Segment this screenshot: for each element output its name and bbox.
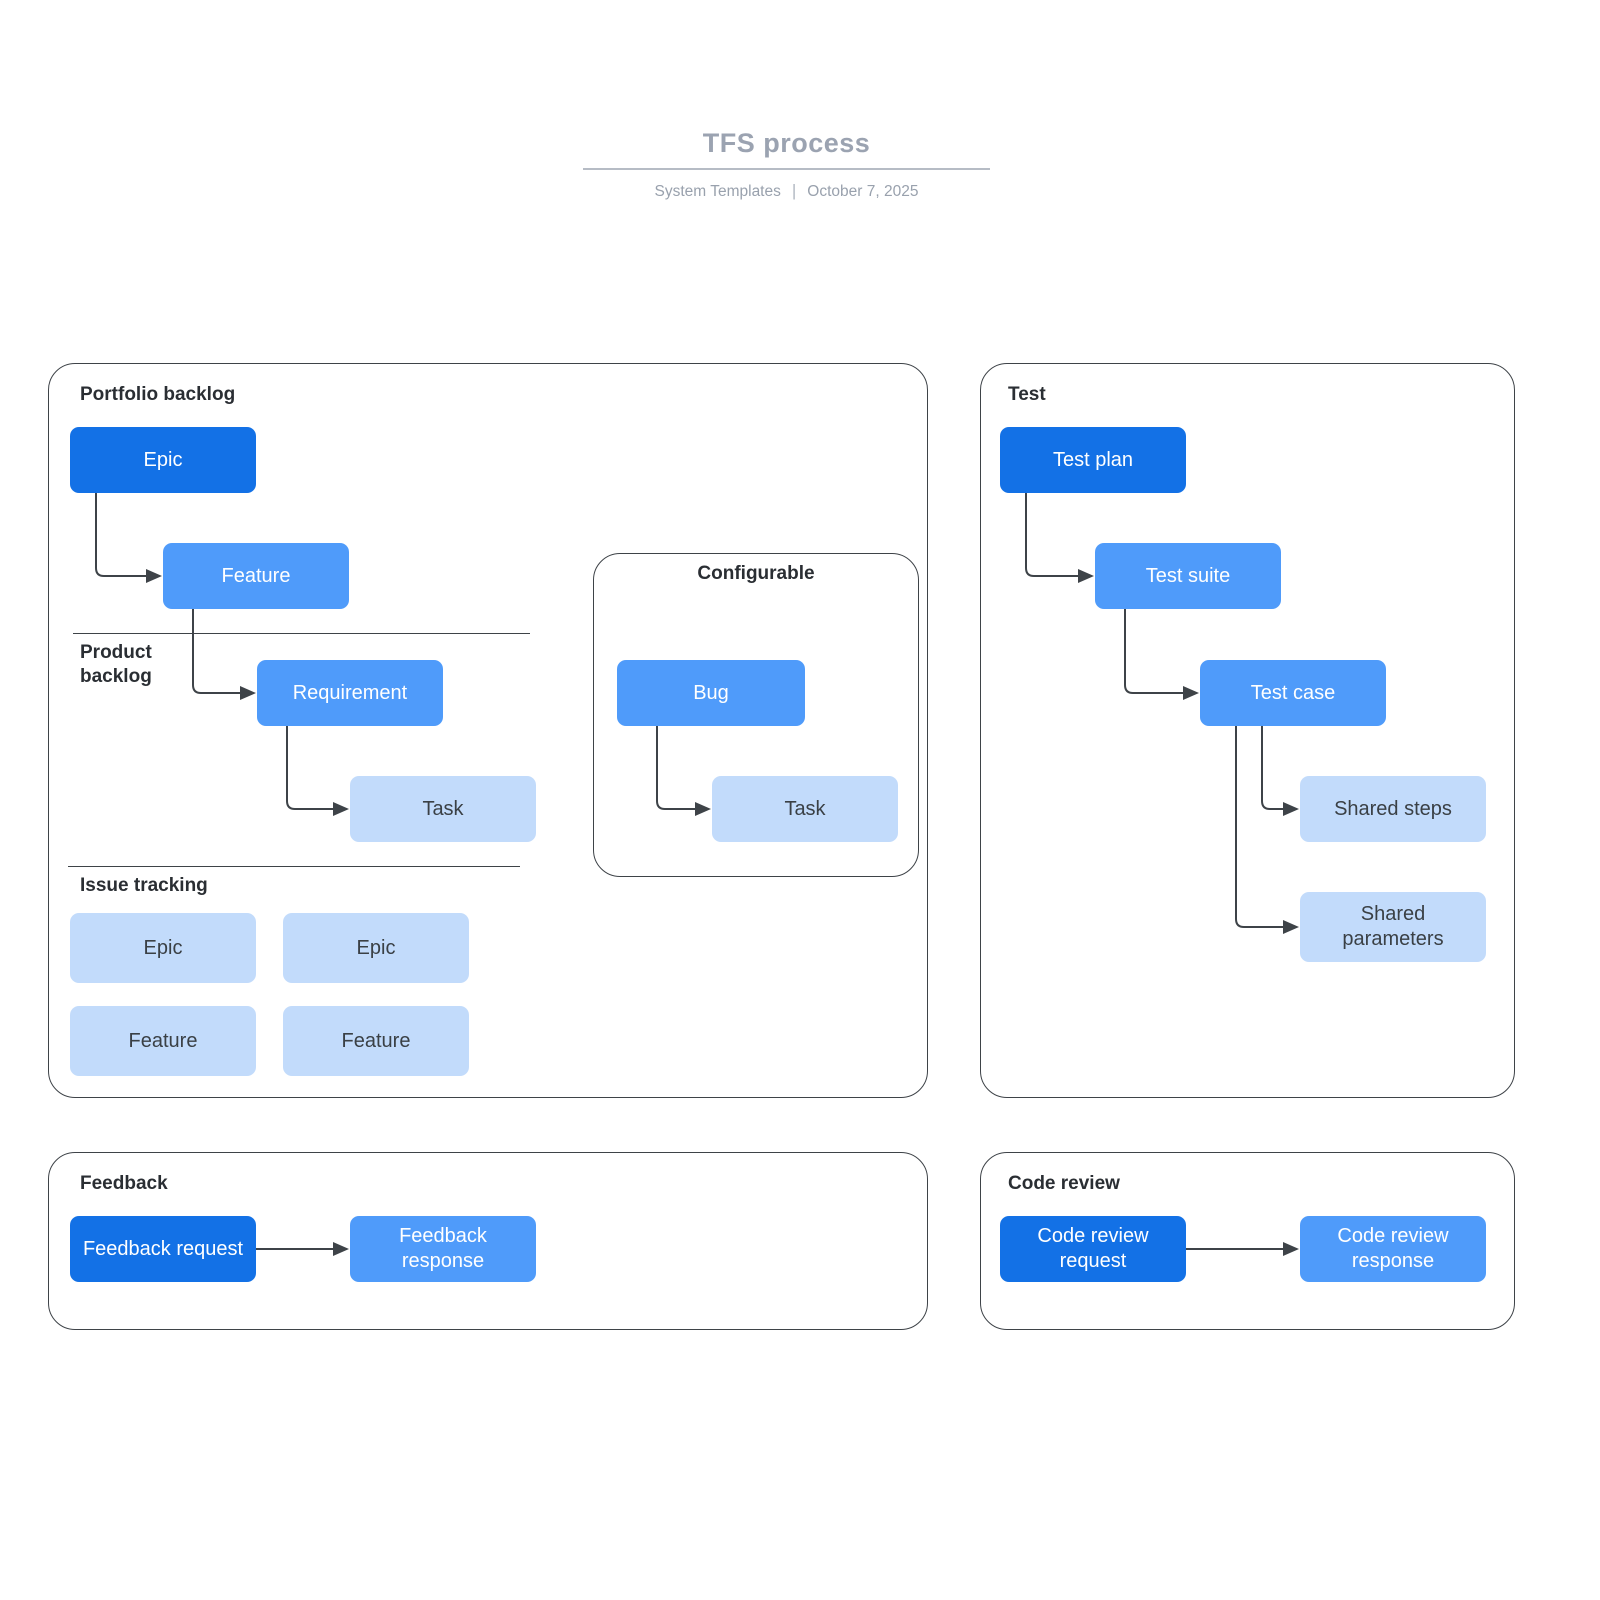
product-backlog-label: Product backlog bbox=[80, 642, 152, 687]
shape-issue-feature-1[interactable]: Feature bbox=[70, 1006, 256, 1076]
issue-tracking-label: Issue tracking bbox=[80, 875, 208, 896]
shape-shared-parameters[interactable]: Shared parameters bbox=[1300, 892, 1486, 962]
page-title: TFS process bbox=[702, 128, 871, 158]
code-review-label: Code review bbox=[1008, 1173, 1120, 1194]
meta-author: System Templates bbox=[654, 183, 781, 200]
feedback-label: Feedback bbox=[80, 1173, 168, 1194]
shape-test-plan[interactable]: Test plan bbox=[1000, 427, 1186, 493]
shape-issue-epic-1[interactable]: Epic bbox=[70, 913, 256, 983]
shape-code-review-response[interactable]: Code review response bbox=[1300, 1216, 1486, 1282]
shape-issue-feature-2[interactable]: Feature bbox=[283, 1006, 469, 1076]
shape-feedback-request[interactable]: Feedback request bbox=[70, 1216, 256, 1282]
meta-date: October 7, 2025 bbox=[807, 183, 919, 200]
meta-divider: | bbox=[791, 181, 797, 200]
test-label: Test bbox=[1008, 384, 1046, 405]
diagram-meta: System Templates | October 7, 2025 bbox=[583, 181, 990, 201]
shape-shared-steps[interactable]: Shared steps bbox=[1300, 776, 1486, 842]
shape-test-suite[interactable]: Test suite bbox=[1095, 543, 1281, 609]
shape-issue-epic-2[interactable]: Epic bbox=[283, 913, 469, 983]
title-underline bbox=[583, 168, 990, 170]
portfolio-backlog-label: Portfolio backlog bbox=[80, 384, 236, 405]
shape-configurable-task[interactable]: Task bbox=[712, 776, 898, 842]
shape-feature[interactable]: Feature bbox=[163, 543, 349, 609]
shape-feedback-response[interactable]: Feedback response bbox=[350, 1216, 536, 1282]
configurable-label: Configurable bbox=[697, 563, 815, 584]
shape-epic[interactable]: Epic bbox=[70, 427, 256, 493]
diagram-header: TFS process System Templates | October 7, … bbox=[583, 128, 990, 201]
shape-test-case[interactable]: Test case bbox=[1200, 660, 1386, 726]
shape-requirement[interactable]: Requirement bbox=[257, 660, 443, 726]
shape-task[interactable]: Task bbox=[350, 776, 536, 842]
shape-code-review-request[interactable]: Code review request bbox=[1000, 1216, 1186, 1282]
divider-product-backlog bbox=[73, 633, 530, 634]
divider-issue-tracking bbox=[68, 866, 520, 867]
shape-bug[interactable]: Bug bbox=[617, 660, 805, 726]
